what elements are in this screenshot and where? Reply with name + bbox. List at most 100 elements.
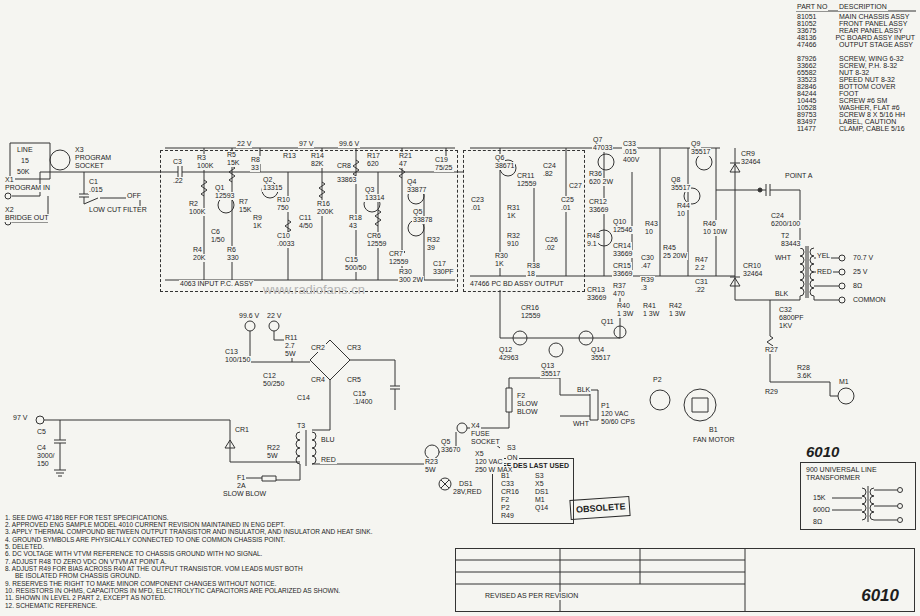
part-label: POINT A — [784, 172, 814, 180]
part-label: 47033 — [592, 144, 613, 152]
part-label: 1 3W — [668, 310, 686, 318]
part-label: 97 V — [298, 140, 314, 148]
note-text: 8. ADJUST R49 FOR BIAS ACROSS R40 AT THE… — [4, 565, 304, 572]
part-label: 1KV — [778, 322, 793, 330]
table-cell: F2 — [500, 496, 510, 504]
part-label: CR6 — [366, 232, 382, 240]
part-label: 1 3W — [616, 310, 634, 318]
node-heading: 6010 — [805, 443, 840, 460]
transistor-symbol — [696, 154, 712, 170]
terminal — [839, 255, 845, 261]
part-label: YEL — [816, 252, 831, 260]
transistor-symbol — [549, 343, 563, 357]
part-label: C32 — [778, 306, 793, 314]
part-label: COMMON — [852, 296, 887, 304]
part-label: Q10 — [612, 218, 627, 226]
part-label: Q5 — [440, 438, 451, 446]
part-label: 300 2W — [398, 276, 424, 284]
part-label: Q9 — [690, 140, 701, 148]
part-label: C13 — [224, 348, 239, 356]
part-label: 6800PF — [778, 314, 805, 322]
part-label: 38671 — [494, 162, 515, 170]
power-wire — [250, 331, 310, 362]
part-label: R17 — [366, 152, 381, 160]
fan-motor — [692, 398, 708, 412]
part-label: 35517 — [590, 354, 611, 362]
part-label: F1 — [236, 474, 246, 482]
part-label: R3 — [196, 154, 207, 162]
part-label: 32464 — [740, 158, 761, 166]
part-label: R29 — [764, 388, 779, 396]
part-label: C24 — [542, 162, 557, 170]
part-label: 4/50 — [298, 222, 314, 230]
part-label: R46 — [702, 220, 717, 228]
part-label: R45 — [662, 244, 677, 252]
part-label: CR11 — [516, 172, 535, 180]
part-label: R2 — [188, 200, 199, 208]
part-label: 10 — [676, 210, 686, 218]
fan-motor — [684, 389, 716, 421]
part-label: X4 — [470, 422, 481, 430]
parts-list-cell: DESCRIPTION — [838, 3, 888, 11]
part-label: 15 — [20, 157, 30, 165]
transformer-coil — [832, 486, 897, 522]
part-label: R11 — [284, 334, 298, 342]
part-label: CR4 — [310, 376, 326, 384]
part-label: 12593 — [214, 192, 235, 200]
part-label: 33670 — [440, 446, 461, 454]
part-label: R8 — [250, 156, 261, 164]
part-label: .01 — [560, 204, 572, 212]
note-text: 2. APPROVED ENG SAMPLE MODEL 4010 CURREN… — [4, 521, 286, 528]
part-label: Q3 — [364, 186, 375, 194]
part-label: 3.6K — [796, 372, 812, 380]
note-text: 3. APPLY THERMAL COMPOUND BETWEEN OUTPUT… — [4, 528, 373, 535]
part-label: PROGRAM — [74, 154, 112, 162]
part-label: CR2 — [310, 344, 326, 352]
part-label: RED — [320, 456, 337, 464]
part-label: REVISED AS PER REVISION — [484, 592, 579, 600]
part-label: 100K — [188, 208, 206, 216]
part-label: 33669 — [588, 206, 609, 214]
part-label: S3 — [506, 444, 517, 452]
note-text: 1. SEE DWG 47186 REF FOR TEST SPECIFICAT… — [4, 514, 170, 521]
terminal — [898, 518, 903, 523]
part-label: PROGRAM IN — [4, 184, 51, 192]
part-label: C11 — [298, 214, 312, 222]
part-label: 330PF — [432, 268, 455, 276]
part-label: RED — [816, 268, 833, 276]
part-label: 3000/ — [36, 452, 56, 460]
table-cell: Q14 — [534, 504, 549, 512]
part-label: C14 — [296, 394, 311, 402]
part-label: .3 — [640, 284, 648, 292]
part-label: 150 — [36, 460, 50, 468]
node-heading: 47466 PC BD ASSY OUTPUT — [469, 280, 565, 288]
table-cell: R49 — [500, 512, 515, 520]
transistor-symbol — [425, 445, 439, 459]
part-label: BRIDGE OUT — [4, 214, 50, 222]
part-label: 25 V — [852, 268, 868, 276]
part-label: C33 — [622, 140, 637, 148]
part-label: C10 — [276, 232, 291, 240]
part-label: 35517 — [540, 370, 561, 378]
part-label: .22 — [694, 286, 706, 294]
resistor-symbol — [201, 160, 405, 266]
part-label: R42 — [668, 302, 683, 310]
power-wire — [312, 360, 400, 430]
part-label: Q4 — [406, 178, 417, 186]
part-label: 470 — [612, 290, 626, 298]
part-label: 620 — [366, 160, 380, 168]
part-label: C15 — [352, 390, 367, 398]
part-label: R36 — [588, 170, 603, 178]
part-label: 12559 — [520, 312, 541, 320]
part-label: .01 — [470, 204, 482, 212]
lamp-symbol — [439, 478, 451, 490]
part-label: 47 — [398, 160, 408, 168]
part-label: R18 — [348, 214, 363, 222]
part-label: 1/50 — [210, 236, 226, 244]
part-label: 32464 — [742, 270, 763, 278]
part-label: 9.1 — [586, 240, 598, 248]
note-text: 11. SHOWN IN LEVEL 2 PART 2, EXCEPT AS N… — [4, 594, 167, 601]
part-label: .82 — [542, 170, 554, 178]
part-label: R14 — [310, 152, 325, 160]
